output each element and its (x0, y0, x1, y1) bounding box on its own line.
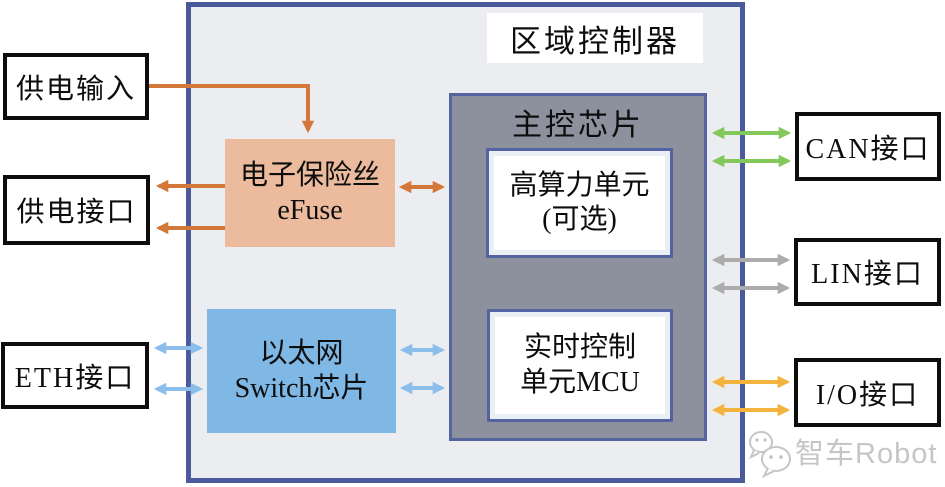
mcu-unit-text: 实时控制 单元MCU (495, 317, 665, 414)
mcu-unit-line1: 实时控制 (523, 332, 636, 364)
efuse-text: 电子保险丝 eFuse (240, 158, 380, 228)
eth-port-box: ETH接口 (1, 342, 149, 409)
lin-port-box: LIN接口 (794, 238, 941, 306)
efuse-line1: 电子保险丝 (239, 160, 380, 191)
zone-controller-title: 区域控制器 (487, 13, 703, 63)
io-port-box: I/O接口 (794, 358, 941, 427)
compute-unit-line2: (可选) (542, 204, 617, 235)
compute-unit-text: 高算力单元 (可选) (494, 156, 665, 250)
power-input-box: 供电输入 (3, 53, 149, 120)
mcu-unit-box: 实时控制 单元MCU (487, 309, 673, 422)
can-port-box: CAN接口 (795, 112, 941, 181)
ethernet-switch-line2: Switch芯片 (234, 373, 369, 404)
watermark-text: 智车Robot (795, 438, 938, 470)
ethernet-switch-text: 以太网 Switch芯片 (235, 336, 369, 406)
efuse-line2: eFuse (277, 195, 343, 226)
main-chip-label: 主控芯片 (512, 109, 644, 142)
mcu-unit-line2: 单元MCU (520, 366, 640, 398)
power-port-box: 供电接口 (3, 175, 150, 245)
chat-robot-icon (749, 431, 791, 479)
ethernet-switch-box: 以太网 Switch芯片 (207, 309, 396, 433)
compute-unit-line1: 高算力单元 (509, 169, 650, 201)
ethernet-switch-line1: 以太网 (259, 338, 344, 369)
efuse-box: 电子保险丝 eFuse (225, 139, 395, 247)
compute-unit-box: 高算力单元 (可选) (486, 148, 673, 258)
